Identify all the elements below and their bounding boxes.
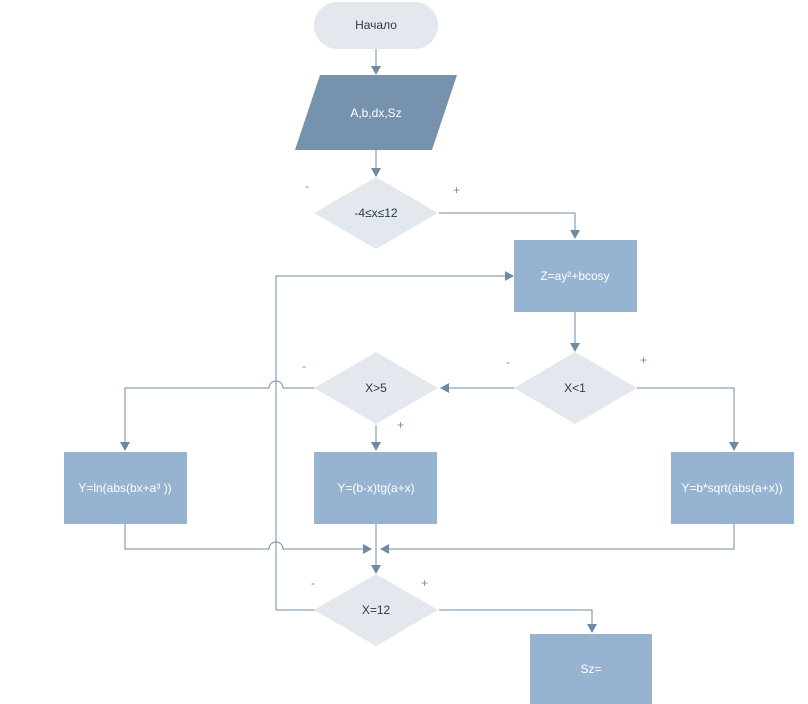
process-z-label: Z=ay²+bcosy xyxy=(540,269,609,283)
decision-x-eq-12-yes-sign: + xyxy=(421,576,428,590)
start-label: Начало xyxy=(355,18,397,32)
decision-x-gt-5-yes-sign: + xyxy=(397,418,404,432)
connector-xeq12-yes-output xyxy=(439,609,593,625)
output-shape xyxy=(530,634,652,704)
decision-x-gt-5[interactable]: X>5 xyxy=(314,352,438,424)
process-y-tg[interactable]: Y=(b-x)tg(a+x) xyxy=(314,452,437,524)
arrowhead xyxy=(570,343,580,352)
arrowhead xyxy=(570,230,580,239)
decision-x-eq-12[interactable]: X=12 xyxy=(314,574,438,646)
decision-x-gt-5-no-sign: - xyxy=(302,359,306,373)
decision-range[interactable]: -4≤x≤12 xyxy=(314,177,438,249)
arrowhead xyxy=(371,168,381,177)
decision-range-no-sign: - xyxy=(305,179,309,193)
process-y-ln-shape xyxy=(64,452,187,524)
decision-x-lt-1[interactable]: X<1 xyxy=(514,352,637,424)
decision-x-lt-1-yes-sign: + xyxy=(640,353,647,367)
output-block[interactable]: Sz= xyxy=(530,634,652,704)
process-z-shape xyxy=(514,240,637,312)
connector-range-yes-z xyxy=(439,212,576,231)
arrowhead xyxy=(505,271,514,281)
arrowhead xyxy=(363,544,372,554)
arrowhead xyxy=(371,565,381,574)
process-z[interactable]: Z=ay²+bcosy xyxy=(514,240,637,312)
arrowhead xyxy=(729,442,739,451)
arrowhead xyxy=(587,624,597,633)
process-y-sqrt-shape xyxy=(671,452,794,524)
start-terminal[interactable]: Начало xyxy=(314,2,438,49)
output-label: Sz= xyxy=(580,662,601,676)
decision-range-yes-sign: + xyxy=(453,183,460,197)
arrowhead xyxy=(371,442,381,451)
input-label: A,b,dx,Sz xyxy=(350,106,401,120)
decision-range-label: -4≤x≤12 xyxy=(354,206,398,220)
process-y-sqrt-label: Y=b*sqrt(abs(a+x)) xyxy=(681,481,782,495)
decision-x-gt-5-shape xyxy=(314,352,438,424)
process-y-ln-label: Y=ln(abs(bx+a³ )) xyxy=(78,481,171,495)
connector-xgt5-no-yln xyxy=(124,380,315,443)
arrowhead xyxy=(371,66,381,75)
decision-x-lt-1-no-sign: - xyxy=(506,355,510,369)
input-block[interactable]: A,b,dx,Sz xyxy=(295,75,457,150)
decision-x-lt-1-shape xyxy=(514,352,637,424)
decision-range-shape xyxy=(314,177,438,249)
connector-yln-merge xyxy=(124,524,363,550)
start-terminal-shape xyxy=(314,2,438,49)
decision-x-gt-5-label: X>5 xyxy=(365,381,387,395)
process-y-tg-shape xyxy=(314,452,437,524)
arrowhead xyxy=(120,442,130,451)
connector-xeq12-no-loop xyxy=(275,275,505,611)
decision-x-lt-1-label: X<1 xyxy=(564,381,586,395)
connector-xlt1-yes-ysqrt xyxy=(637,387,735,443)
process-y-tg-label: Y=(b-x)tg(a+x) xyxy=(337,481,414,495)
decision-x-eq-12-label: X=12 xyxy=(362,603,391,617)
decision-x-eq-12-no-sign: - xyxy=(311,576,315,590)
connector-ysqrt-merge xyxy=(389,524,735,550)
input-shape xyxy=(295,75,457,150)
arrowhead xyxy=(440,383,449,393)
connectors xyxy=(120,49,739,633)
process-y-sqrt[interactable]: Y=b*sqrt(abs(a+x)) xyxy=(671,452,794,524)
decision-x-eq-12-shape xyxy=(314,574,438,646)
process-y-ln[interactable]: Y=ln(abs(bx+a³ )) xyxy=(64,452,187,524)
arrowhead xyxy=(380,544,389,554)
